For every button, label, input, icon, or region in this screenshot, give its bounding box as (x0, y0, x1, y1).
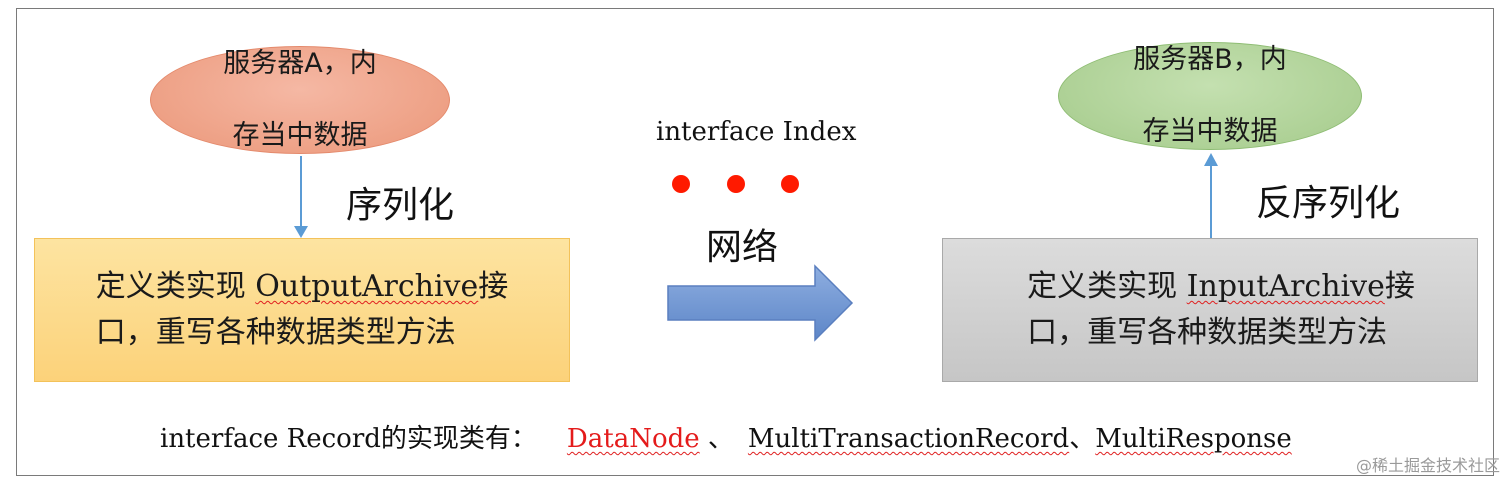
output-box-line1: 定义类实现 OutputArchive接 (96, 264, 509, 310)
output-box-prefix: 定义类实现 (95, 269, 256, 304)
output-archive-name: OutputArchive (255, 269, 479, 304)
record-separator: 、 (1069, 424, 1096, 454)
output-archive-box: 定义类实现 OutputArchive接 口，重写各种数据类型方法 (34, 238, 570, 382)
network-label: 网络 (706, 227, 779, 268)
record-separator: 、 (699, 424, 734, 454)
output-box-suffix: 接 (478, 269, 509, 304)
input-box-suffix: 接 (1384, 269, 1415, 304)
record-impl-datanode: DataNode (566, 424, 700, 454)
serialize-label: 序列化 (346, 185, 455, 226)
record-impl-multitransactionrecord: MultiTransactionRecord (747, 424, 1070, 454)
input-box-prefix: 定义类实现 (1027, 269, 1187, 304)
deserialize-label: 反序列化 (1256, 183, 1401, 224)
server-a-line2: 存当中数据 (232, 120, 368, 151)
ellipsis-dot (781, 175, 799, 193)
interface-index-label: interface Index (656, 117, 857, 147)
server-a-line1: 服务器A，内 (223, 48, 377, 79)
ellipsis-dot (672, 175, 690, 193)
input-archive-box: 定义类实现 InputArchive接 口，重写各种数据类型方法 (942, 238, 1478, 382)
input-box-line1: 定义类实现 InputArchive接 (1027, 264, 1415, 310)
server-b-line1: 服务器B，内 (1133, 44, 1287, 75)
watermark: @稀土掘金技术社区 (1355, 456, 1500, 475)
record-implementations-line: interface Record的实现类有：DataNode 、MultiTra… (160, 418, 1292, 455)
server-b-node: 服务器B，内 存当中数据 (1058, 42, 1362, 150)
serialize-arrowhead (294, 226, 308, 238)
record-prefix: interface Record的实现类有： (160, 424, 537, 454)
server-a-node: 服务器A，内 存当中数据 (150, 46, 450, 154)
ellipsis-dot (727, 175, 745, 193)
input-box-line2: 口，重写各种数据类型方法 (1027, 315, 1388, 350)
network-arrow (667, 264, 854, 342)
record-impl-multiresponse: MultiResponse (1095, 424, 1292, 454)
deserialize-arrowhead (1204, 153, 1218, 166)
diagram-frame (16, 8, 1494, 476)
input-archive-name: InputArchive (1186, 269, 1385, 304)
server-b-line2: 存当中数据 (1142, 116, 1278, 147)
output-box-line2: 口，重写各种数据类型方法 (95, 315, 456, 350)
